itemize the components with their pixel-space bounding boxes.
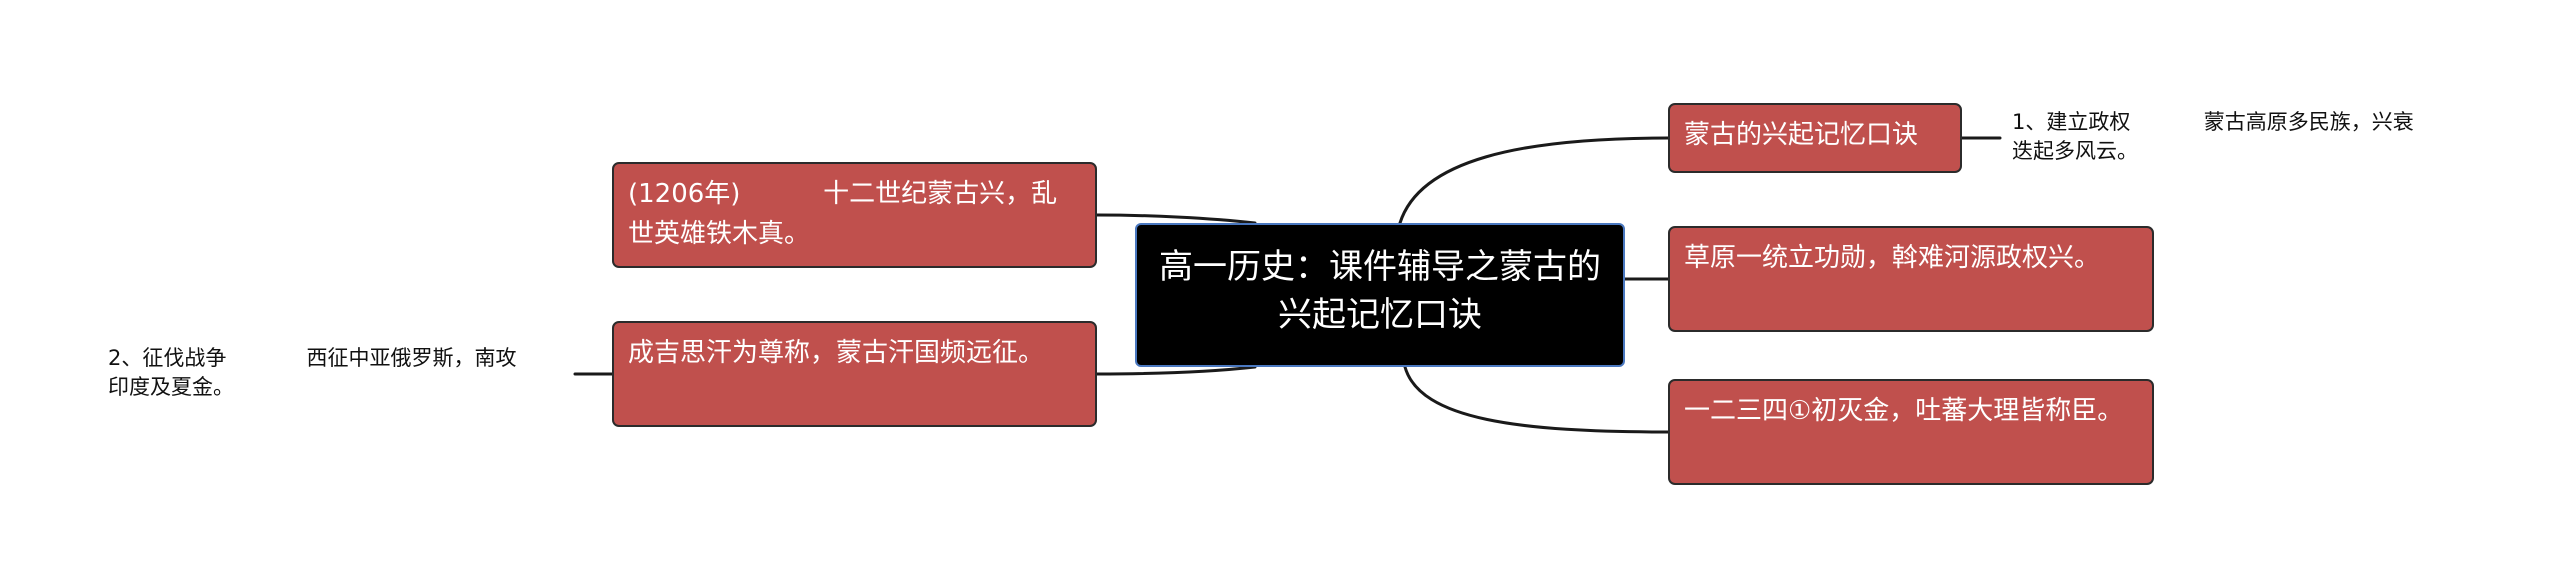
- leaf-establish-regime[interactable]: 1、建立政权 蒙古高原多民族，兴衰 迭起多风云。: [2012, 110, 2414, 163]
- branch-node-memory-rhyme[interactable]: 蒙古的兴起记忆口诀: [1668, 103, 1962, 173]
- branch-node-temujin[interactable]: (1206年) 十二世纪蒙古兴，乱世英雄铁木真。: [612, 162, 1097, 268]
- branch-node-destroy-jin[interactable]: 一二三四①初灭金，吐蕃大理皆称臣。: [1668, 379, 2154, 485]
- connector-center-right1: [1398, 136, 1670, 225]
- connector-center-left2: [1095, 365, 1257, 376]
- branch-node-genghis-khan[interactable]: 成吉思汗为尊称，蒙古汗国频远征。: [612, 321, 1097, 427]
- connector-center-left1: [1095, 213, 1257, 225]
- connector-center-right3: [1403, 365, 1670, 434]
- central-topic[interactable]: 高一历史：课件辅导之蒙古的兴起记忆口诀: [1135, 223, 1625, 367]
- leaf-conquest-wars[interactable]: 2、征伐战争 西征中亚俄罗斯，南攻 印度及夏金。: [108, 346, 517, 399]
- branch-node-grassland-unification[interactable]: 草原一统立功勋，斡难河源政权兴。: [1668, 226, 2154, 332]
